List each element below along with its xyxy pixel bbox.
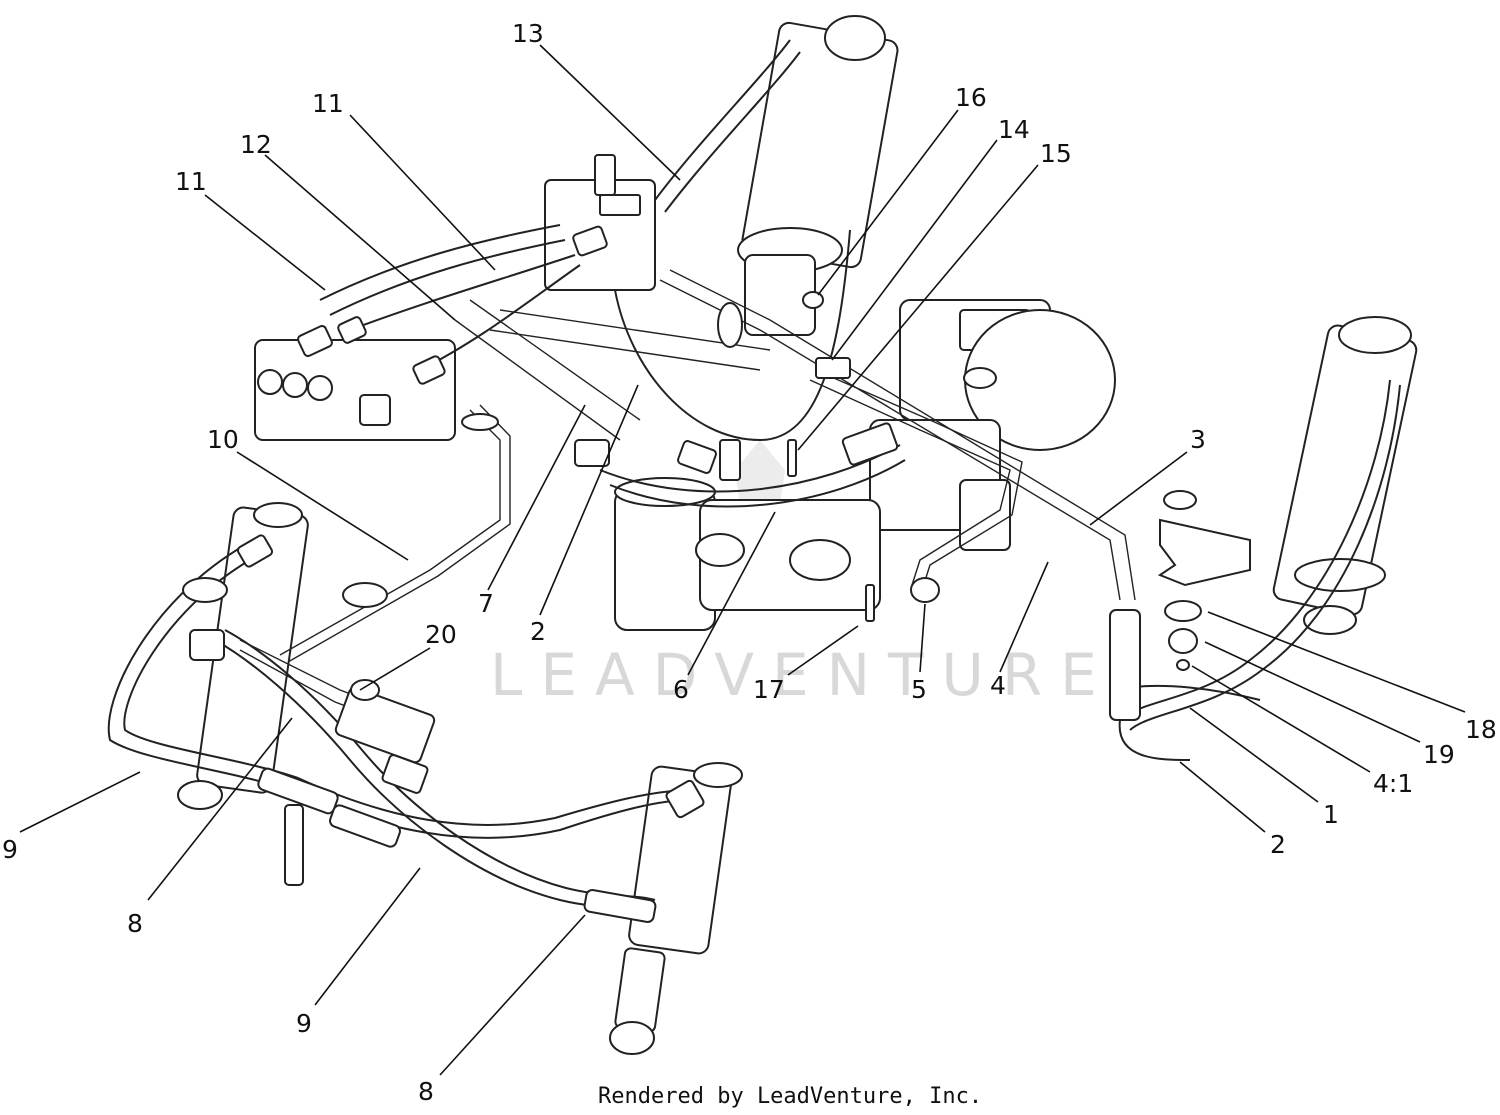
control-valve-manifold (254, 154, 656, 441)
callout-3: 3 (1190, 425, 1206, 454)
callout-4-1: 4:1 (1373, 769, 1413, 798)
lift-cylinder-left (177, 502, 309, 810)
lift-cylinder-right (1272, 316, 1418, 635)
filter-and-valve (614, 477, 881, 631)
leader-lines (19, 44, 1466, 1076)
callout-11-lower: 11 (175, 167, 207, 196)
callout-16: 16 (955, 83, 987, 112)
callout-7: 7 (478, 589, 494, 618)
render-credit: Rendered by LeadVenture, Inc. (598, 1084, 982, 1109)
callout-18: 18 (1465, 715, 1497, 744)
fittings (182, 225, 1251, 923)
hydraulic-assembly-drawing (107, 15, 1418, 1055)
callout-13: 13 (512, 19, 544, 48)
callout-4: 4 (990, 671, 1006, 700)
callout-6: 6 (673, 675, 689, 704)
frame-tubes (454, 269, 1136, 601)
callout-labels: 13 11 12 11 16 14 15 10 3 7 2 20 6 17 5 … (2, 19, 1497, 1106)
callout-9-bottom: 9 (296, 1009, 312, 1038)
callout-17: 17 (753, 675, 785, 704)
lift-cylinder-top (737, 15, 899, 336)
watermark: LEADVENTURE (490, 440, 1115, 709)
callout-2-right: 2 (1270, 830, 1286, 859)
callout-11-upper: 11 (312, 89, 344, 118)
callout-20: 20 (425, 620, 457, 649)
callout-8-left: 8 (127, 909, 143, 938)
callout-15: 15 (1040, 139, 1072, 168)
callout-8-bottom: 8 (418, 1077, 434, 1106)
watermark-text: LEADVENTURE (490, 641, 1115, 709)
callout-12: 12 (240, 130, 272, 159)
callout-19: 19 (1423, 740, 1455, 769)
callout-1: 1 (1323, 800, 1339, 829)
callout-9-left: 9 (2, 835, 18, 864)
callout-2-center: 2 (530, 617, 546, 646)
hydraulic-pump (869, 299, 1116, 551)
callout-5: 5 (911, 675, 927, 704)
callout-14: 14 (998, 115, 1030, 144)
callout-10: 10 (207, 425, 239, 454)
